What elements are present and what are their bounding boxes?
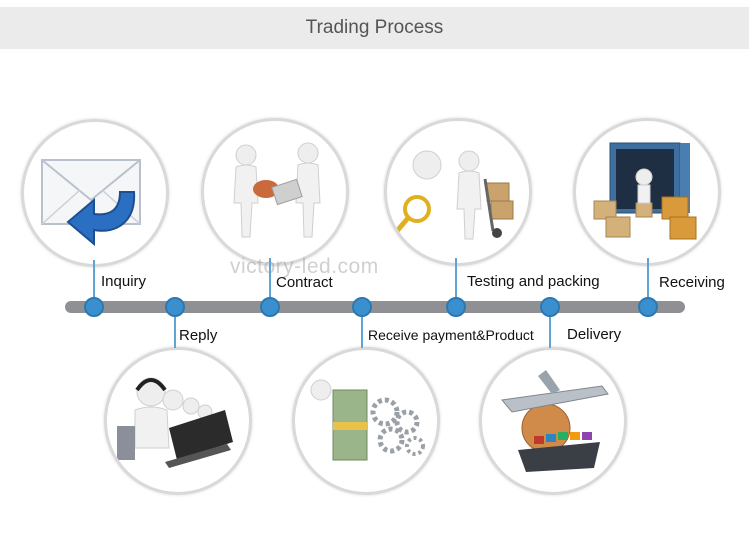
stem-reply	[174, 312, 176, 348]
delivery-illustration	[479, 347, 627, 495]
airplane-ship-globe-icon	[501, 370, 609, 472]
stem-delivery	[549, 312, 551, 348]
handshake-stamp-icon	[233, 142, 321, 238]
timeline-dot-inquiry	[84, 297, 104, 317]
step-label-delivery: Delivery	[567, 326, 622, 343]
stem-contract	[269, 258, 271, 302]
step-label-payment: Receive payment&Product	[368, 327, 534, 343]
timeline-dot-receiving	[638, 297, 658, 317]
call-center-icon	[117, 377, 233, 468]
timeline-bar	[65, 301, 685, 313]
step-label-receiving: Receiving	[659, 274, 725, 291]
step-label-inquiry: Inquiry	[101, 273, 147, 290]
inquiry-illustration	[21, 119, 169, 267]
timeline-dot-payment	[352, 297, 372, 317]
stem-testing	[455, 258, 457, 302]
receiving-illustration	[573, 118, 721, 266]
step-label-testing: Testing and packing	[467, 273, 600, 290]
timeline-dot-testing	[446, 297, 466, 317]
payment-illustration	[292, 347, 440, 495]
timeline-dot-reply	[165, 297, 185, 317]
container-boxes-icon	[593, 142, 697, 240]
timeline-dot-contract	[260, 297, 280, 317]
stem-receiving	[647, 258, 649, 302]
inspection-handtruck-icon	[395, 150, 514, 240]
contract-illustration	[201, 118, 349, 266]
stem-payment	[361, 312, 363, 348]
testing-illustration	[384, 118, 532, 266]
page-title: Trading Process	[305, 17, 444, 38]
watermark: victory-led.com	[230, 255, 379, 278]
step-label-contract: Contract	[276, 274, 333, 291]
timeline-dot-delivery	[540, 297, 560, 317]
reply-illustration	[104, 347, 252, 495]
money-gears-icon	[310, 379, 425, 461]
envelope-reply-icon	[41, 159, 141, 247]
stem-inquiry	[93, 260, 95, 302]
step-label-reply: Reply	[179, 327, 218, 344]
header-bar: Trading Process	[0, 7, 749, 49]
